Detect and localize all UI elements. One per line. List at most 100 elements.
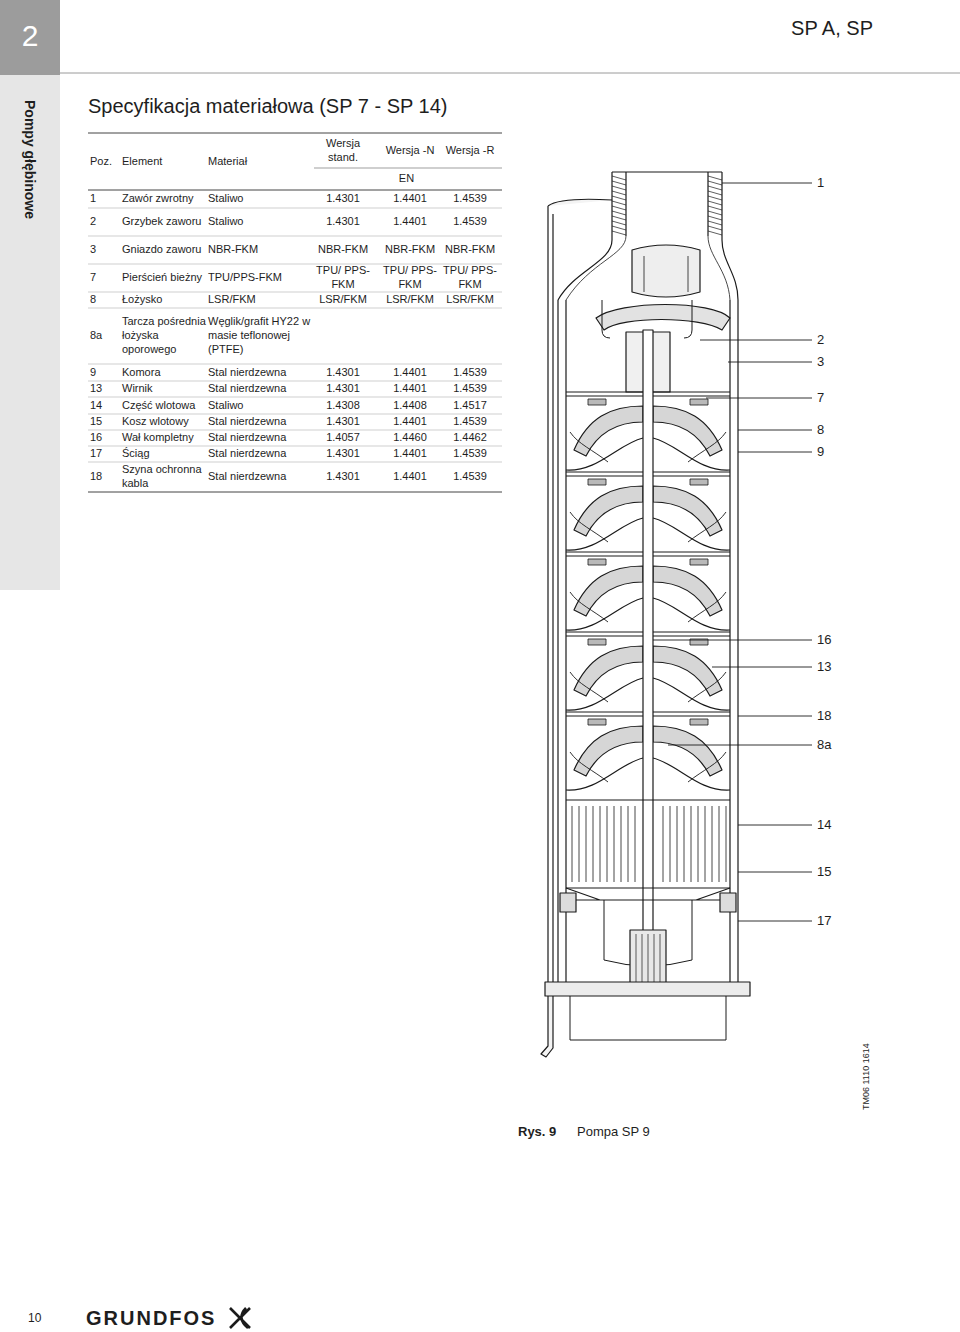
pump-part	[644, 256, 688, 292]
rule-line	[88, 133, 502, 134]
pump-part	[688, 432, 726, 462]
pump-part	[612, 226, 722, 230]
rule-line	[88, 381, 502, 382]
pump-part	[570, 752, 608, 782]
rule-line	[88, 208, 502, 209]
table-cell: 1.4401	[380, 414, 440, 430]
pump-part	[670, 806, 671, 882]
pump-part	[677, 806, 678, 882]
pump-part	[653, 678, 730, 710]
pump-part	[541, 199, 612, 1057]
table-cell: 1.4539	[441, 364, 499, 381]
pump-part	[574, 486, 643, 536]
pump-part	[719, 806, 720, 882]
table-cell: 1.4539	[441, 446, 499, 462]
table-cell: 1.4301	[314, 364, 372, 381]
pump-part	[612, 176, 722, 180]
pump-part	[588, 639, 606, 645]
page-title: Specyfikacja materiałowa (SP 7 - SP 14)	[88, 94, 447, 120]
table-cell: 1.4401	[380, 208, 440, 236]
leader-line	[738, 430, 812, 431]
rule-line	[0, 73, 960, 74]
pump-part	[566, 598, 643, 630]
table-cell: 1.4401	[380, 381, 440, 397]
table-cell: 1.4539	[441, 381, 499, 397]
leader-line	[738, 452, 812, 453]
rule-line	[88, 236, 502, 237]
pump-part	[688, 752, 726, 782]
table-cell: Grzybek zaworu	[122, 208, 208, 236]
pump-part	[688, 512, 726, 542]
table-cell: TPU/PPS-FKM	[208, 264, 312, 292]
pump-part	[566, 888, 730, 900]
table-cell: Staliwo	[208, 397, 312, 414]
pump-part	[648, 934, 649, 988]
leader-line	[722, 183, 812, 184]
table-cell: 1.4301	[314, 381, 372, 397]
leader-line	[738, 921, 812, 922]
table-cell: 2	[90, 208, 120, 236]
table-cell: Stal nierdzewna	[208, 462, 312, 492]
table-cell: 8a	[90, 308, 120, 364]
drawing-number: TM06 1110 1614	[861, 1036, 875, 1118]
table-cell: 1.4301	[314, 462, 372, 492]
pump-part	[632, 245, 700, 297]
table-cell: 1.4517	[441, 397, 499, 414]
rule-line	[88, 414, 502, 415]
rule-line	[88, 430, 502, 431]
table-cell: TPU/ PPS-FKM	[441, 264, 499, 292]
table-cell: 1.4057	[314, 430, 372, 446]
pump-part	[663, 806, 664, 882]
callout-number: 3	[817, 353, 857, 371]
table-cell: 1.4301	[314, 414, 372, 430]
callout-number: 1	[817, 174, 857, 192]
pump-part	[688, 672, 726, 702]
callout-number: 8	[817, 421, 857, 439]
leader-line	[706, 398, 812, 399]
leader-line	[728, 362, 812, 363]
rule-line	[88, 492, 502, 493]
table-cell: 1.4308	[314, 397, 372, 414]
pump-part	[607, 806, 608, 882]
table-cell: Wał kompletny	[122, 430, 208, 446]
table-header: EN	[314, 168, 499, 190]
table-cell: 1.4539	[441, 414, 499, 430]
table-cell: 1.4408	[380, 397, 440, 414]
pump-part	[588, 559, 606, 565]
pump-part	[653, 598, 730, 630]
pump-part	[612, 206, 722, 210]
pump-part	[690, 399, 708, 405]
pump-part	[612, 172, 722, 240]
table-header: Wersja -N	[380, 133, 440, 168]
leader-line	[712, 667, 812, 668]
pump-part	[691, 806, 692, 882]
section-band: Pompy głębinowe	[0, 75, 60, 590]
leader-line	[653, 640, 812, 641]
pump-part	[558, 300, 738, 985]
page-rules	[0, 73, 960, 492]
callout-number: 14	[817, 816, 857, 834]
table-cell: 1.4401	[380, 364, 440, 381]
callout-number: 9	[817, 443, 857, 461]
callout-number: 16	[817, 631, 857, 649]
rule-line	[88, 308, 502, 309]
table-cell: LSR/FKM	[441, 292, 499, 308]
table-cell: TPU/ PPS-FKM	[380, 264, 440, 292]
pump-part	[642, 934, 643, 988]
page-number: 10	[28, 1310, 58, 1327]
pump-part	[612, 181, 722, 185]
table-cell: NBR-FKM	[441, 236, 499, 264]
pump-part	[660, 934, 661, 988]
rule-line	[88, 446, 502, 447]
table-cell: Stal nierdzewna	[208, 414, 312, 430]
pump-part	[698, 806, 699, 882]
table-cell: Kosz wlotowy	[122, 414, 208, 430]
table-cell: 1.4301	[314, 208, 372, 236]
pump-part	[690, 719, 708, 725]
pump-part	[726, 806, 727, 882]
table-cell: 9	[90, 364, 120, 381]
pump-part	[612, 216, 722, 220]
pump-part	[653, 726, 722, 776]
pump-part	[566, 800, 730, 888]
